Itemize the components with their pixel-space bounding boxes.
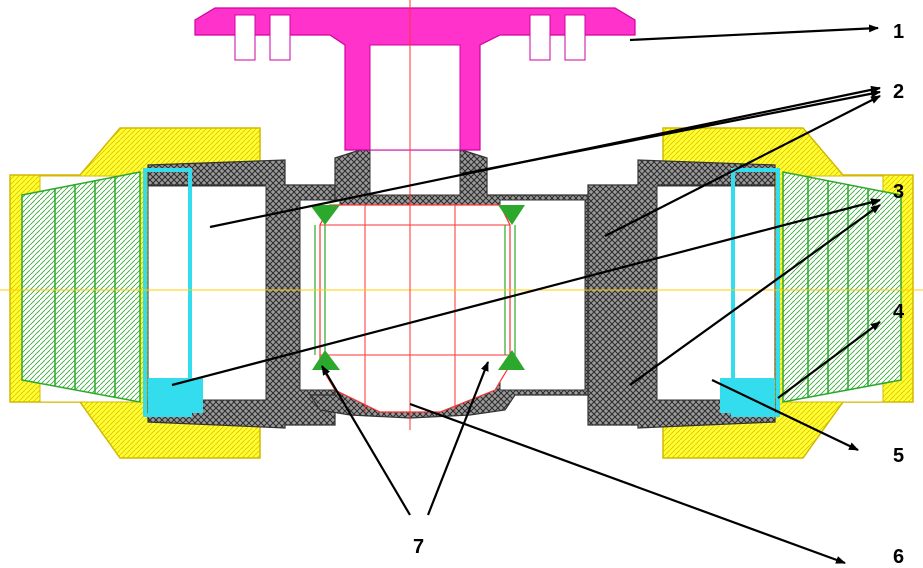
seal-rings [143, 168, 780, 417]
arrow-3a [171, 198, 881, 387]
callout-2: 2 [893, 81, 904, 103]
left-end-connector [147, 159, 336, 429]
callout-7: 7 [413, 536, 424, 558]
arrow-5 [711, 379, 859, 451]
leader-arrows [171, 24, 881, 565]
callout-4: 4 [893, 301, 905, 323]
arrow-3b [629, 204, 881, 386]
callout-6: 6 [893, 546, 904, 568]
arrow-2c [604, 95, 881, 237]
arrow-4 [777, 321, 881, 399]
arrow-7a [321, 365, 411, 516]
arrow-1 [629, 24, 879, 42]
arrow-2b [461, 89, 881, 176]
callout-3: 3 [893, 181, 904, 203]
callout-1: 1 [893, 21, 904, 43]
arrow-7b [426, 361, 490, 516]
callout-5: 5 [893, 445, 904, 467]
arrow-6 [409, 402, 846, 565]
right-end-connector [587, 159, 776, 429]
left-threaded-end [21, 171, 141, 403]
handle [194, 7, 636, 151]
right-threaded-end [782, 171, 902, 403]
